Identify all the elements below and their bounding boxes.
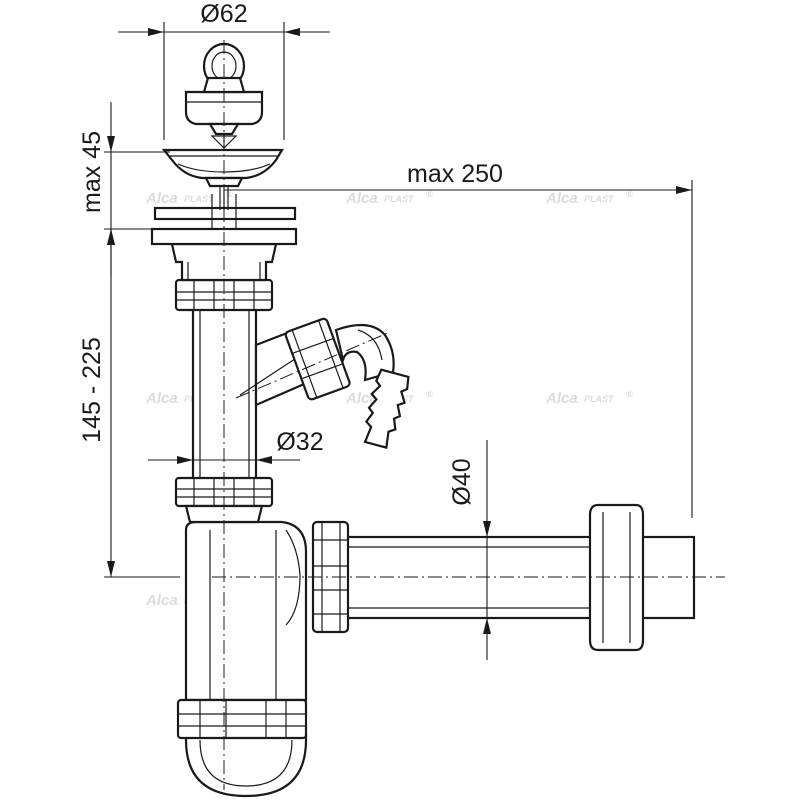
dimension-label-diameter-pipe: Ø32 <box>276 428 323 456</box>
watermark-suffix: PLAST <box>584 394 615 404</box>
watermark-brand: Alca <box>145 592 178 609</box>
watermark-brand: Alca <box>545 190 578 207</box>
watermark: Alca PLAST ® <box>345 189 433 207</box>
watermark-mark: ® <box>426 389 433 399</box>
branch-nut <box>284 317 351 401</box>
hose-connector <box>334 323 395 382</box>
watermark-mark: ® <box>626 189 633 199</box>
watermark-brand: Alca <box>545 390 578 407</box>
dimension-label-diameter-outlet: Ø40 <box>448 458 476 505</box>
watermark-mark: ® <box>426 189 433 199</box>
watermark: Alca PLAST ® <box>545 189 633 207</box>
dimension-diameter-outlet: Ø40 <box>448 440 491 660</box>
watermark-suffix: PLAST <box>184 194 215 204</box>
hose-barb <box>363 368 410 450</box>
dimension-label-height-max: max 45 <box>78 131 106 213</box>
centerlines <box>212 40 725 790</box>
watermark-brand: Alca <box>145 390 178 407</box>
dimension-label-height-range: 145 - 225 <box>78 337 106 443</box>
dimension-label-length-max: max 250 <box>407 160 503 188</box>
dimension-label-diameter-top: Ø62 <box>200 0 247 28</box>
dimension-diameter-top: Ø62 <box>118 0 330 140</box>
branch-centerline <box>235 331 391 399</box>
watermark: Alca PLAST ® <box>545 389 633 407</box>
siphon-body <box>184 520 308 702</box>
bottom-nut <box>176 698 308 740</box>
dimension-height-range: 145 - 225 <box>78 229 180 578</box>
watermark-mark: ® <box>626 389 633 399</box>
outlet-nut <box>311 520 350 634</box>
dimension-height-max: max 45 <box>78 102 170 276</box>
watermark-brand: Alca <box>345 390 378 407</box>
dimension-diameter-pipe: Ø32 <box>148 428 324 464</box>
watermark-suffix: PLAST <box>584 194 615 204</box>
dimension-length-max: max 250 <box>224 160 693 518</box>
strainer-basket <box>161 148 284 210</box>
bottom-cap <box>184 733 308 798</box>
watermark-brand: Alca <box>145 190 178 207</box>
watermark-brand: Alca <box>345 190 378 207</box>
watermark-mark: ® <box>226 189 233 199</box>
watermark-suffix: PLAST <box>384 194 415 204</box>
watermark: Alca PLAST ® <box>145 189 233 207</box>
